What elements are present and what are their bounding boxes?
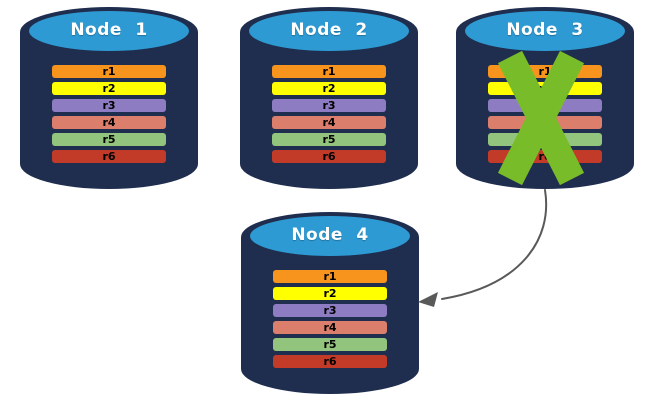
row-r1: r1 bbox=[272, 65, 386, 78]
node-title: Node 2 bbox=[290, 20, 368, 40]
row-r4: r4 bbox=[272, 116, 386, 129]
row-r3: r3 bbox=[273, 304, 387, 317]
node-title: Node 1 bbox=[70, 20, 148, 40]
row-r2: r2 bbox=[52, 82, 166, 95]
row-r4: r4 bbox=[273, 321, 387, 334]
failure-x-icon bbox=[497, 50, 585, 186]
node-4: Node 4 r1 r2 r3 r4 r5 r6 bbox=[241, 212, 419, 396]
replica-rows: r1 r2 r3 r4 r5 r6 bbox=[273, 270, 387, 368]
node-1: Node 1 r1 r2 r3 r4 r5 r6 bbox=[20, 7, 198, 191]
row-r2: r2 bbox=[273, 287, 387, 300]
row-r5: r5 bbox=[273, 338, 387, 351]
node-3: Node 3 r1 r2 r3 r4 r5 r6 bbox=[456, 7, 634, 191]
row-r2: r2 bbox=[272, 82, 386, 95]
row-r4: r4 bbox=[52, 116, 166, 129]
row-r5: r5 bbox=[272, 133, 386, 146]
node-2: Node 2 r1 r2 r3 r4 r5 r6 bbox=[240, 7, 418, 191]
row-r6: r6 bbox=[52, 150, 166, 163]
row-r6: r6 bbox=[273, 355, 387, 368]
row-r5: r5 bbox=[52, 133, 166, 146]
replica-rows: r1 r2 r3 r4 r5 r6 bbox=[272, 65, 386, 163]
row-r6: r6 bbox=[272, 150, 386, 163]
row-r1: r1 bbox=[52, 65, 166, 78]
replica-rows: r1 r2 r3 r4 r5 r6 bbox=[52, 65, 166, 163]
row-r1: r1 bbox=[273, 270, 387, 283]
row-r3: r3 bbox=[52, 99, 166, 112]
failover-arrow-icon bbox=[418, 189, 548, 307]
node-title: Node 4 bbox=[291, 225, 369, 245]
row-r3: r3 bbox=[272, 99, 386, 112]
node-title: Node 3 bbox=[506, 20, 584, 40]
